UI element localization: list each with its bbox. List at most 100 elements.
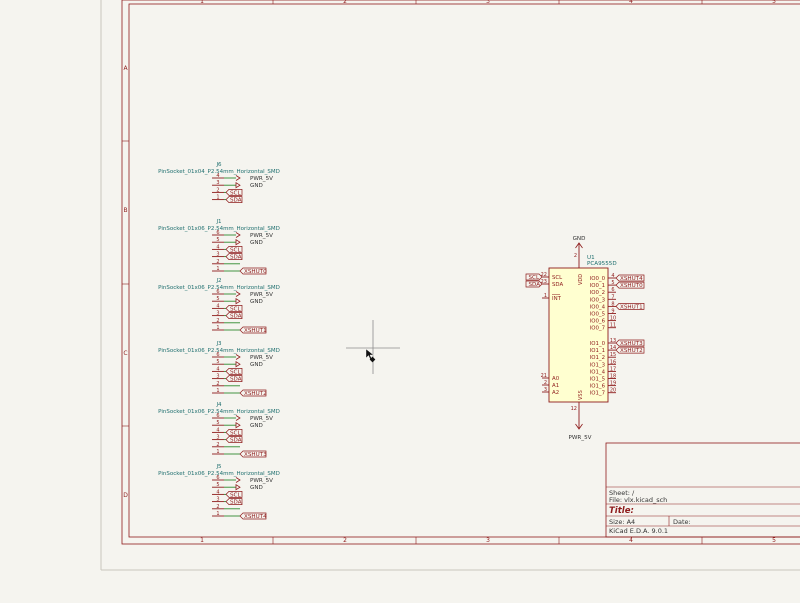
frame-col-number: 3 — [486, 537, 490, 544]
pin-number: 4 — [216, 303, 219, 309]
net-label[interactable]: SDA — [225, 196, 243, 204]
connector-j4[interactable]: J4PinSocket_01x06_P2.54mm_Horizontal_SMD… — [158, 402, 280, 458]
net-label[interactable]: SDA — [525, 280, 543, 288]
frame-col-number: 1 — [200, 537, 204, 544]
ic-pin-name: IO1_1 — [590, 348, 605, 354]
ground-icon — [235, 421, 241, 429]
net-label[interactable]: XSHUT1 — [615, 303, 645, 311]
ic-pin-number: 13 — [610, 338, 616, 344]
frame-row-letter: B — [123, 207, 127, 214]
pin-number: 2 — [216, 381, 219, 387]
connector-ref: J3 — [215, 341, 222, 347]
net-label[interactable]: SDA — [225, 375, 243, 383]
pin-number: 1 — [216, 388, 219, 394]
ic-pin-number: 2 — [544, 380, 547, 386]
pin-number: 2 — [216, 187, 219, 193]
connector-ref: J4 — [215, 402, 222, 408]
pin-number: 6 — [216, 230, 219, 236]
ic-pin-name: IO1_6 — [590, 384, 606, 390]
connector-j1[interactable]: J1PinSocket_01x06_P2.54mm_Horizontal_SMD… — [158, 219, 280, 275]
ic-pin-name: IO1_7 — [590, 391, 605, 397]
ic-pin-name: IO0_3 — [590, 297, 605, 303]
net-label[interactable]: XSHUT0 — [239, 267, 267, 275]
ic-value: PCA9555D — [587, 261, 617, 267]
ic-pin-name: SDA — [552, 282, 563, 288]
pin-number: 3 — [216, 497, 219, 503]
ic-bottom-pin-number: 12 — [571, 406, 577, 412]
power-net-name: PWR_5V — [250, 176, 273, 182]
pin-number: 3 — [216, 180, 219, 186]
net-label-text: XSHUT3 — [620, 341, 643, 347]
ground-icon — [235, 483, 241, 491]
pin-number: 4 — [216, 244, 219, 250]
net-label[interactable]: SCL — [525, 273, 543, 281]
net-label[interactable]: XSHUT2 — [239, 389, 267, 397]
net-label[interactable]: SDA — [225, 436, 243, 444]
net-label-text: SCL — [230, 191, 241, 197]
net-label[interactable]: XSHUT3 — [239, 450, 267, 458]
connector-value: PinSocket_01x06_P2.54mm_Horizontal_SMD — [158, 409, 280, 415]
net-label[interactable]: SCL — [225, 189, 243, 197]
pin-number: 2 — [216, 442, 219, 448]
power-arrow-icon — [235, 477, 241, 483]
connector-group[interactable]: J6PinSocket_01x04_P2.54mm_Horizontal_SMD… — [158, 162, 280, 520]
crosshair-cursor — [346, 320, 400, 374]
net-label[interactable]: SCL — [225, 368, 243, 376]
title-block-date: Date: — [673, 518, 691, 526]
net-label-text: SCL — [230, 248, 241, 254]
title-block-sheet: Sheet: / — [609, 489, 635, 497]
ic-pin-name: IO0_7 — [590, 326, 605, 332]
pin-number: 6 — [216, 475, 219, 481]
net-label-text: XSHUT3 — [244, 452, 267, 458]
pin-number: 4 — [216, 427, 219, 433]
connector-j2[interactable]: J2PinSocket_01x06_P2.54mm_Horizontal_SMD… — [158, 278, 280, 334]
net-label[interactable]: XSHUT3 — [615, 339, 645, 347]
net-label-text: SCL — [230, 307, 241, 313]
net-label[interactable]: SCL — [225, 429, 243, 437]
net-label[interactable]: SCL — [225, 491, 243, 499]
power-arrow-icon — [235, 415, 241, 421]
power-net-name: PWR_5V — [250, 478, 273, 484]
net-label[interactable]: SCL — [225, 246, 243, 254]
connector-ref: J5 — [215, 464, 222, 470]
ic-pin-number: 14 — [610, 345, 616, 351]
net-label[interactable]: XSHUT0 — [615, 281, 645, 289]
pin-number: 1 — [216, 511, 219, 517]
ic-bottom-power-name: PWR_5V — [569, 435, 592, 441]
ic-top-pin-name: VDD — [578, 274, 584, 285]
frame-col-number: 1 — [200, 0, 204, 5]
ic-pin-name: IO1_5 — [590, 377, 605, 383]
net-label[interactable]: XSHUT4 — [615, 274, 645, 282]
net-label-text: XSHUT0 — [244, 269, 267, 275]
net-label[interactable]: SCL — [225, 305, 243, 313]
net-label-text: SCL — [230, 493, 241, 499]
pin-number: 2 — [216, 318, 219, 324]
net-label[interactable]: XSHUT2 — [615, 346, 645, 354]
title-block-file: File: vlx.kicad_sch — [609, 496, 667, 504]
net-label[interactable]: XSHUT1 — [239, 326, 267, 334]
net-label[interactable]: XSHUT4 — [239, 512, 267, 520]
ic-pin-name: IO1_0 — [590, 341, 606, 347]
net-label[interactable]: SDA — [225, 253, 243, 261]
frame-col-number: 2 — [343, 0, 347, 5]
net-label[interactable]: SDA — [225, 498, 243, 506]
ic-pin-name: IO1_3 — [590, 362, 605, 368]
power-net-name: GND — [250, 362, 263, 368]
ic-pin-number: 11 — [610, 323, 616, 329]
ic-pin-number: 5 — [611, 280, 614, 286]
connector-j5[interactable]: J5PinSocket_01x06_P2.54mm_Horizontal_SMD… — [158, 464, 280, 520]
pin-number: 5 — [216, 482, 219, 488]
ic-pin-number: 18 — [610, 374, 616, 380]
connector-ref: J2 — [215, 278, 221, 284]
connector-j6[interactable]: J6PinSocket_01x04_P2.54mm_Horizontal_SMD… — [158, 162, 280, 204]
pin-number: 5 — [216, 420, 219, 426]
net-label[interactable]: SDA — [225, 312, 243, 320]
net-label-text: SCL — [230, 370, 241, 376]
ground-icon — [235, 181, 241, 189]
pin-number: 2 — [216, 504, 219, 510]
ic-pin-number: 3 — [544, 387, 547, 393]
ic-body[interactable] — [548, 267, 609, 403]
connector-j3[interactable]: J3PinSocket_01x06_P2.54mm_Horizontal_SMD… — [158, 341, 280, 397]
